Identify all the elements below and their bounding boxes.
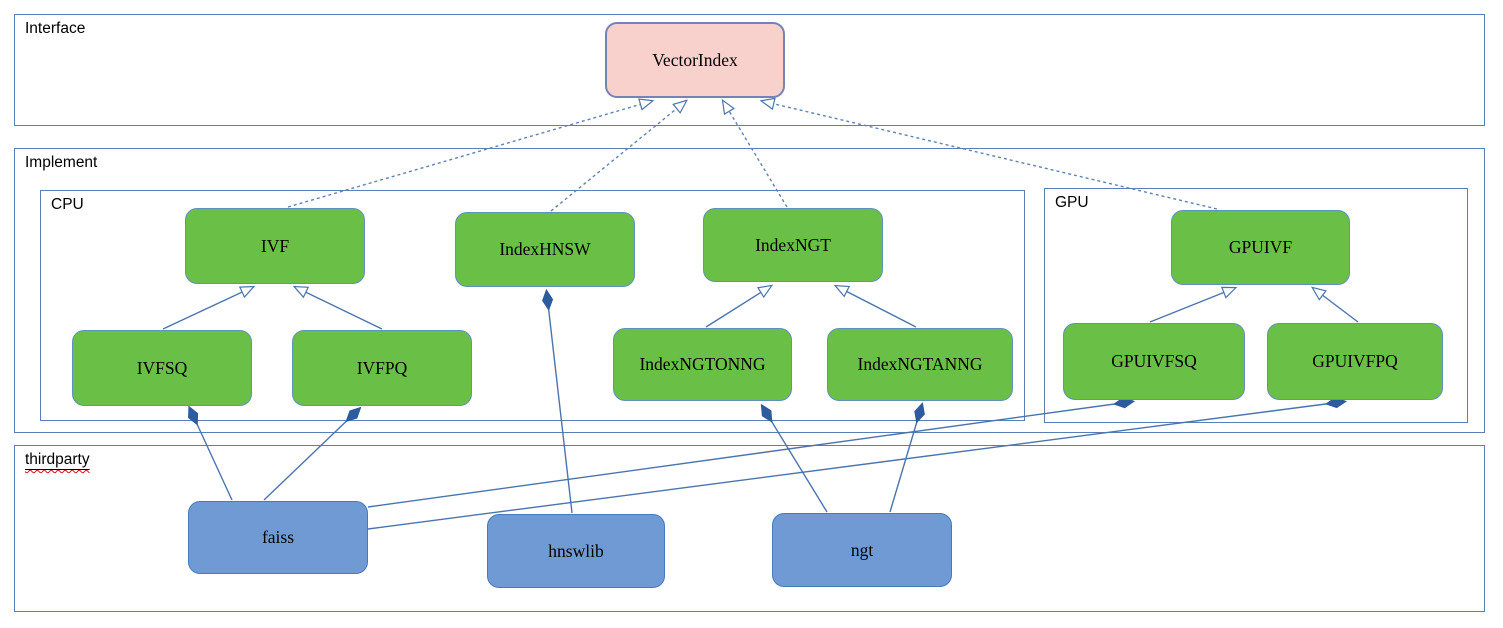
node-faiss: faiss [188, 501, 368, 574]
node-label-gpuivfpq: GPUIVFPQ [1312, 351, 1398, 371]
node-indexngtanng: IndexNGTANNG [827, 328, 1013, 401]
group-label-interface: Interface [25, 20, 86, 37]
node-ivf: IVF [185, 208, 365, 284]
node-gpuivfpq: GPUIVFPQ [1267, 323, 1443, 400]
node-label-ivf: IVF [260, 235, 290, 256]
group-label-cpu: CPU [51, 196, 84, 213]
node-gpuivf: GPUIVF [1171, 210, 1350, 285]
node-label-ngt: ngt [850, 539, 874, 560]
node-label-gpuivf: GPUIVF [1228, 237, 1293, 257]
node-ngt: ngt [772, 513, 952, 587]
node-hnswlib: hnswlib [487, 514, 665, 588]
node-label-faiss: faiss [261, 527, 295, 547]
node-indexngt: IndexNGT [703, 208, 883, 282]
group-label-thirdparty: thirdparty [25, 451, 90, 469]
node-gpuivfsq: GPUIVFSQ [1063, 323, 1245, 400]
node-ivfpq: IVFPQ [292, 330, 472, 406]
node-label-indexngtanng: IndexNGTANNG [857, 354, 983, 374]
node-label-ivfsq: IVFSQ [136, 357, 188, 378]
node-label-indexngt: IndexNGT [755, 234, 831, 255]
node-label-hnswlib: hnswlib [548, 540, 604, 561]
group-label-implement: Implement [25, 154, 98, 171]
group-label-gpu: GPU [1055, 194, 1089, 211]
node-ivfsq: IVFSQ [72, 330, 252, 406]
node-label-indexngtonng: IndexNGTONNG [639, 354, 766, 374]
node-label-vectorindex: VectorIndex [652, 49, 738, 70]
node-vectorindex: VectorIndex [605, 22, 785, 98]
node-indexhnsw: IndexHNSW [455, 212, 635, 287]
group-label-text: thirdparty [25, 451, 90, 468]
node-label-ivfpq: IVFPQ [356, 357, 408, 378]
node-indexngtonng: IndexNGTONNG [613, 328, 792, 401]
node-label-indexhnsw: IndexHNSW [499, 239, 591, 259]
node-label-gpuivfsq: GPUIVFSQ [1111, 351, 1197, 371]
